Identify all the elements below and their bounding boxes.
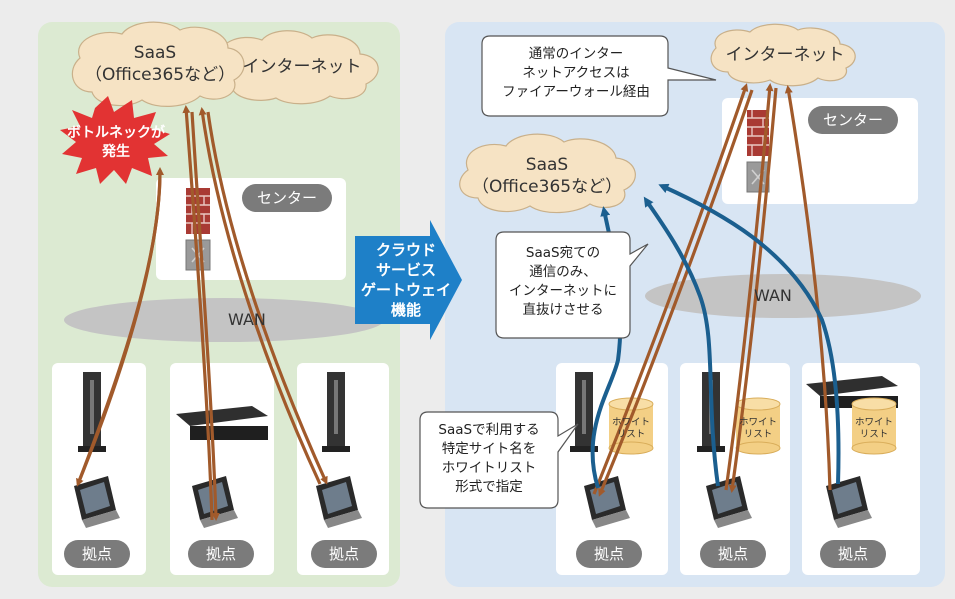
- left-laptop-1: [74, 476, 120, 528]
- callout-mid-line-3: インターネットに: [509, 283, 617, 299]
- right-site-label-1: 拠点: [576, 540, 642, 568]
- gateway-line-2: サービス: [375, 261, 436, 279]
- right-internet-cloud-label: インターネット: [725, 45, 845, 65]
- bottleneck-line-1: ボトルネックが: [67, 125, 165, 141]
- gateway-arrow-shape: [355, 220, 462, 340]
- whitelist-1-line-1: ホワイト: [611, 417, 650, 428]
- left-router-tower-1: [78, 372, 106, 452]
- left-internet-cloud: [214, 30, 379, 105]
- callout-top-line-3: ファイアーウォール経由: [502, 84, 650, 100]
- left-site-label-1: 拠点: [64, 540, 130, 568]
- right-router-tower-1: [570, 372, 598, 452]
- right-site-label-2: 拠点: [700, 540, 766, 568]
- callout-mid-text: SaaS宛ての 通信のみ、 インターネットに 直抜けさせる: [496, 244, 630, 320]
- left-center-label: センター: [242, 184, 332, 212]
- left-saas-cloud-label: SaaS （Office365など）: [85, 42, 236, 86]
- right-laptop-2: [706, 476, 752, 528]
- gateway-line-1: クラウド: [375, 241, 436, 259]
- left-saas-line-1: SaaS: [133, 43, 177, 63]
- right-wan-ellipse: [645, 274, 921, 318]
- left-router-tower-3: [322, 372, 350, 452]
- left-router-flat: [176, 406, 268, 440]
- callout-top-line-1: 通常のインター: [528, 46, 624, 62]
- bottleneck-label: ボトルネックが 発生: [66, 124, 166, 162]
- callout-mid-line-2: 通信のみ、: [529, 264, 597, 280]
- gateway-arrow-label: クラウド サービス ゲートウェイ 機能: [356, 240, 456, 320]
- right-saas-cloud: [459, 133, 636, 214]
- left-traffic-arrows: [76, 105, 328, 521]
- left-site-label-3: 拠点: [311, 540, 377, 568]
- callout-top-text: 通常のインター ネットアクセスは ファイアーウォール経由: [484, 45, 668, 102]
- right-internet-cloud: [710, 23, 856, 87]
- callout-bottom-line-4: 形式で指定: [455, 479, 523, 495]
- callout-mid-line-1: SaaS宛ての: [525, 245, 601, 261]
- left-wan-label: WAN: [228, 310, 266, 329]
- callout-bottom-line-3: ホワイトリスト: [441, 460, 537, 476]
- callout-bottom-text: SaaSで利用する 特定サイト名を ホワイトリスト 形式で指定: [420, 421, 558, 497]
- right-saas-cloud-label: SaaS （Office365など）: [472, 154, 622, 198]
- right-saas-line-1: SaaS: [525, 155, 569, 175]
- left-internet-cloud-label: インターネット: [242, 57, 362, 77]
- right-site-label-3: 拠点: [820, 540, 886, 568]
- whitelist-3-line-2: リスト: [859, 429, 889, 440]
- right-laptop-1: [584, 476, 630, 528]
- callout-top-line-2: ネットアクセスは: [522, 65, 630, 81]
- callout-mid-line-4: 直抜けさせる: [522, 302, 604, 318]
- left-site-box-2: [170, 363, 274, 575]
- whitelist-1-line-2: リスト: [616, 429, 646, 440]
- left-wan-ellipse: [64, 298, 384, 342]
- right-center-label: センター: [808, 106, 898, 134]
- bottleneck-burst: [60, 96, 170, 184]
- whitelist-label-3: ホワイト リスト: [854, 417, 894, 441]
- whitelist-3-line-1: ホワイト: [854, 417, 893, 428]
- whitelist-label-1: ホワイト リスト: [611, 417, 651, 441]
- callout-bottom-line-2: 特定サイト名を: [441, 441, 537, 457]
- left-site-label-2: 拠点: [188, 540, 254, 568]
- left-laptop-3: [316, 476, 362, 528]
- gateway-line-3: ゲートウェイ: [360, 281, 451, 299]
- right-wan-label: WAN: [754, 286, 792, 305]
- whitelist-label-2: ホワイト リスト: [738, 417, 778, 441]
- bottleneck-line-2: 発生: [102, 144, 130, 160]
- callout-bottom-bubble: [419, 411, 579, 509]
- callout-bottom-line-1: SaaSで利用する: [438, 422, 540, 438]
- left-saas-line-2: （Office365など）: [85, 65, 236, 85]
- callout-top-bubble: [481, 35, 717, 117]
- right-laptop-3: [826, 476, 872, 528]
- right-saas-line-2: （Office365など）: [472, 177, 623, 197]
- right-internet-arrows: [592, 83, 832, 497]
- callout-mid-bubble: [495, 231, 649, 339]
- whitelist-2-line-2: リスト: [743, 429, 773, 440]
- whitelist-db-3: [851, 397, 897, 455]
- gateway-line-4: 機能: [390, 301, 421, 319]
- whitelist-2-line-1: ホワイト: [738, 417, 777, 428]
